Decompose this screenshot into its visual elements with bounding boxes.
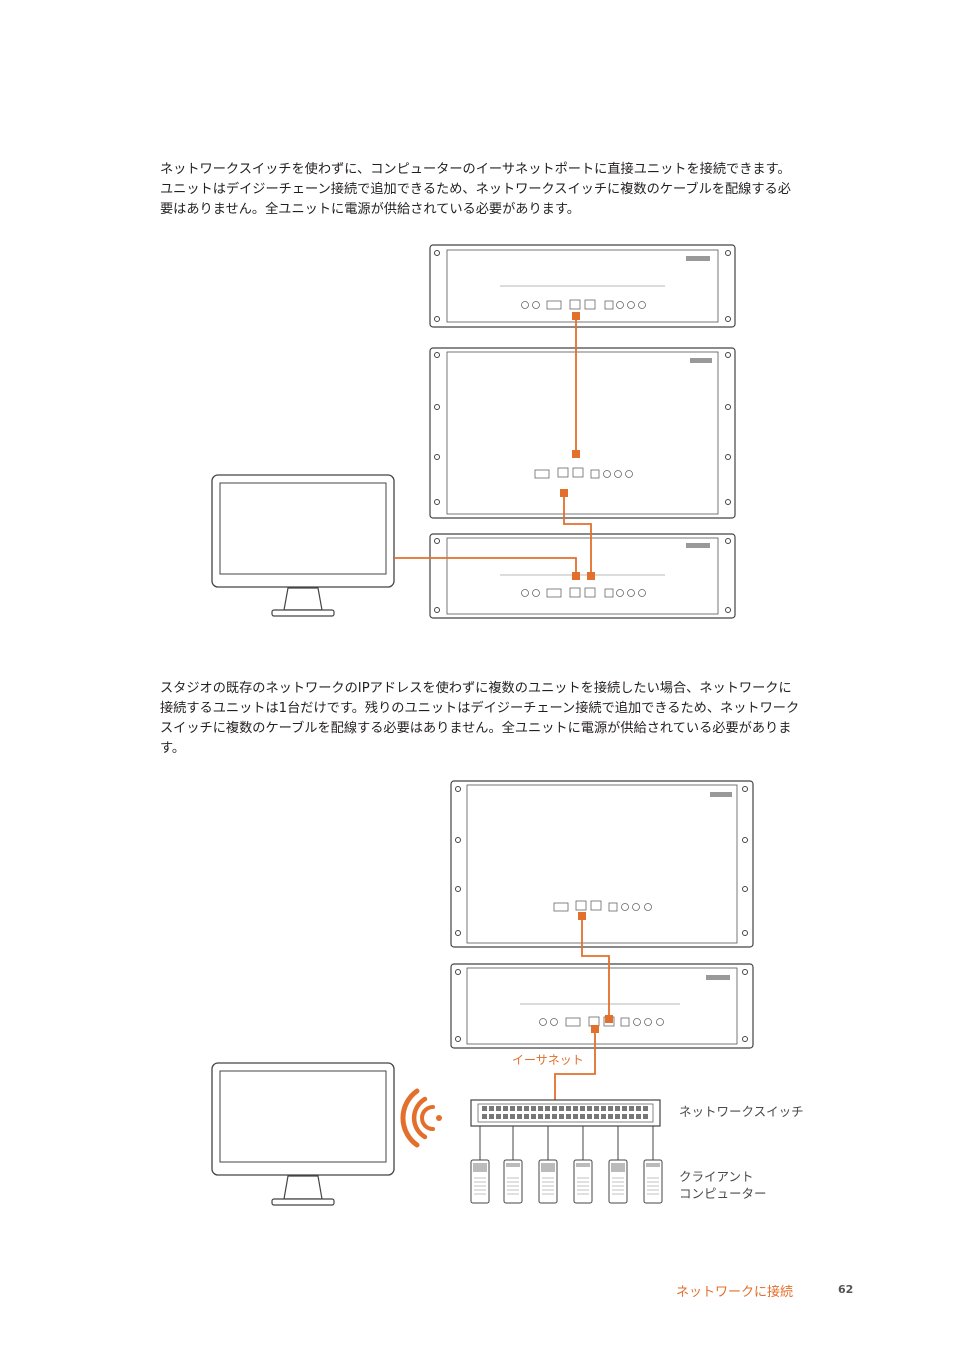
network-switch-label: ネットワークスイッチ [679,1104,804,1119]
switch-port [629,1114,634,1119]
rack-unit-middle [429,347,736,519]
switch-port [580,1114,585,1119]
switch-port [622,1114,627,1119]
switch-port [510,1114,515,1119]
client-computer-icon [470,1159,490,1204]
switch-port [608,1106,613,1111]
switch-port [524,1114,529,1119]
switch-port [482,1114,487,1119]
switch-port [517,1114,522,1119]
wifi-icon [400,1088,442,1148]
switch-port [615,1106,620,1111]
switch-port [643,1106,648,1111]
client-computer-icon [538,1159,558,1204]
switch-port [587,1106,592,1111]
switch-port [517,1106,522,1111]
rack-unit-bottom [429,533,736,619]
switch-port [489,1114,494,1119]
switch-port [496,1114,501,1119]
switch-port [566,1106,571,1111]
switch-port [531,1114,536,1119]
switch-cable-connectors [578,912,613,1033]
switch-port [552,1114,557,1119]
switch-cables [554,916,610,1100]
switch-port [524,1106,529,1111]
switch-port [580,1106,585,1111]
switch-port [496,1106,501,1111]
switch-port [545,1114,550,1119]
switch-port [510,1106,515,1111]
switch-port [538,1114,543,1119]
client-computer-icon [643,1159,663,1204]
switch-port [608,1114,613,1119]
switch-port [538,1106,543,1111]
page-number: 62 [838,1283,854,1296]
client-computer-icon [573,1159,593,1204]
client-label-line-2: コンピューター [679,1186,767,1201]
client-computer-icon [608,1159,628,1204]
switch-port [643,1114,648,1119]
switch-port [482,1106,487,1111]
intro-paragraph-2: スタジオの既存のネットワークのIPアドレスを使わずに複数のユニットを接続したい場… [160,681,800,756]
switch-port [531,1106,536,1111]
switch-port [601,1114,606,1119]
switch-port [559,1114,564,1119]
rack-unit-small [450,963,754,1049]
client-label-line-1: クライアント [679,1169,754,1184]
switch-port [636,1106,641,1111]
switch-port [636,1114,641,1119]
client-wires [479,1126,654,1160]
switch-port [615,1114,620,1119]
footer-section-title: ネットワークに接続 [676,1285,794,1300]
switch-port [503,1114,508,1119]
client-computer-icon [503,1159,523,1204]
client-computers [470,1159,663,1204]
network-switch [470,1099,661,1127]
ethernet-label: イーサネット [512,1053,584,1067]
rack-unit-top [429,244,736,328]
switch-port [559,1106,564,1111]
switch-port [587,1114,592,1119]
switch-port [573,1106,578,1111]
switch-port [594,1106,599,1111]
switch-port [489,1106,494,1111]
switch-port [594,1114,599,1119]
switch-port [629,1106,634,1111]
cable-connectors [560,312,595,580]
switch-port [573,1114,578,1119]
switch-port [566,1114,571,1119]
intro-paragraph-1: ネットワークスイッチを使わずに、コンピューターのイーサネットポートに直接ユニット… [160,162,791,217]
computer-monitor-2 [211,1062,395,1206]
switch-port [552,1106,557,1111]
switch-port [545,1106,550,1111]
daisy-chain-cables [394,318,592,576]
switch-port [601,1106,606,1111]
switch-port [503,1106,508,1111]
switch-port [622,1106,627,1111]
computer-monitor-1 [211,474,395,617]
rack-unit-large [450,780,754,948]
